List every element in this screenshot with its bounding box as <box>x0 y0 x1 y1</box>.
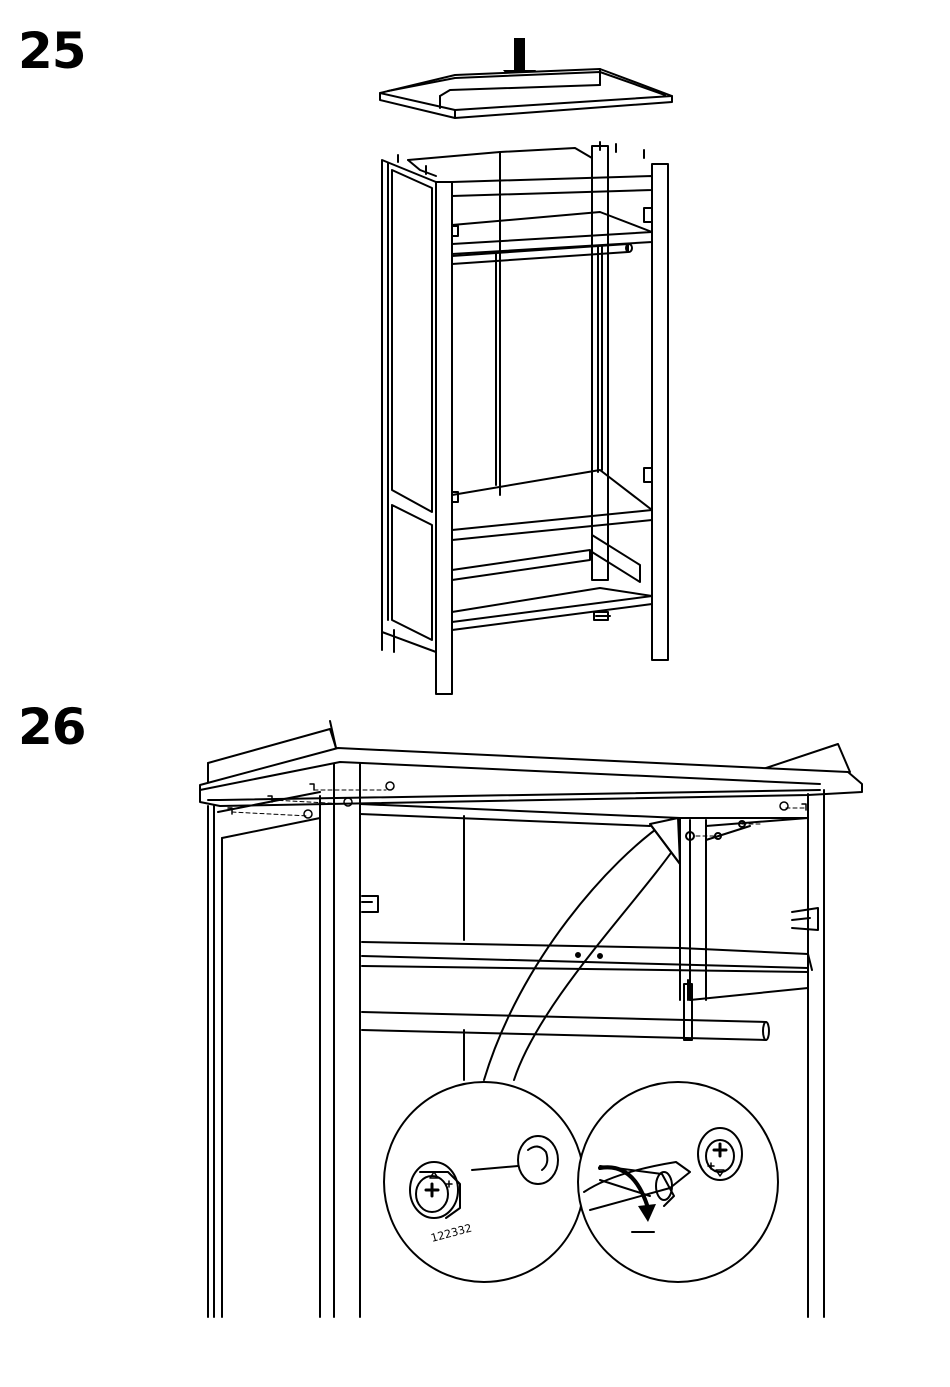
top-panel <box>380 69 672 118</box>
detail-circle-right <box>578 1082 778 1282</box>
detail-circle-left: 122332 <box>384 1082 584 1282</box>
shelf <box>362 942 812 1000</box>
front-left-post <box>334 764 360 1317</box>
left-side-panel <box>208 792 320 1317</box>
front-right-post <box>808 790 824 1317</box>
step-26-illustration: 122332 <box>200 721 862 1317</box>
step-25-illustration <box>380 38 672 694</box>
installed-top-panel <box>200 721 862 806</box>
cam-lock-icon <box>698 1128 742 1180</box>
wardrobe-frame <box>382 142 668 694</box>
